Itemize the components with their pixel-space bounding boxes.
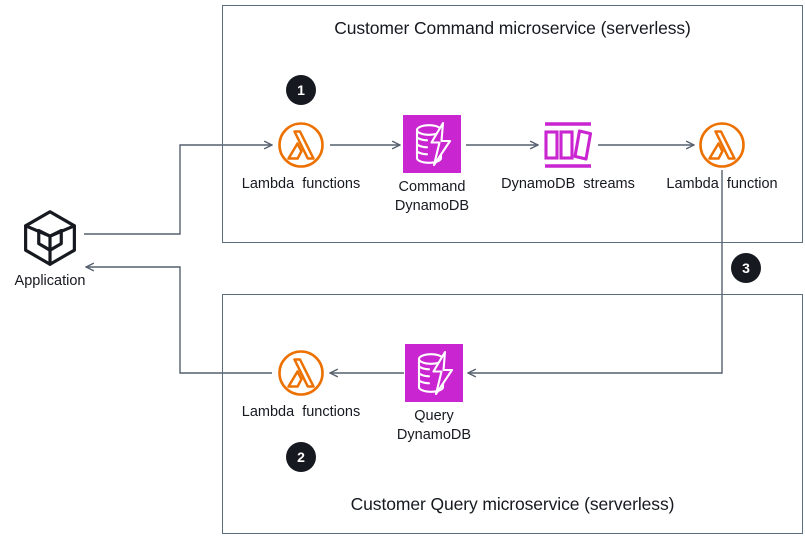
aws-lambda-icon (278, 350, 324, 396)
node-query-lambda-label: Lambda functions (241, 404, 361, 420)
aws-dynamodb-icon (403, 115, 461, 173)
flow-application-to-command-lambda (84, 145, 272, 235)
node-query-lambda[interactable]: Lambda functions (242, 349, 360, 420)
step-badge-1: 1 (286, 75, 316, 105)
node-command-lambda-label: Lambda functions (241, 176, 361, 192)
node-command-lambda[interactable]: Lambda functions (242, 121, 360, 192)
node-stream-lambda[interactable]: Lambda function (666, 121, 778, 192)
aws-lambda-icon (278, 122, 324, 168)
node-query-dynamodb-label: Query DynamoDB (396, 408, 472, 443)
node-application-label: Application (14, 273, 86, 289)
flow-query-lambda-to-application (86, 267, 272, 374)
node-command-dynamodb-label: Command DynamoDB (394, 179, 470, 214)
group-command-title: Customer Command microservice (serverles… (334, 18, 691, 38)
group-customer-query-microservice: Customer Query microservice (serverless) (222, 294, 803, 534)
node-dynamodb-streams[interactable]: DynamoDB streams (501, 121, 635, 192)
application-cube-icon (24, 210, 76, 266)
aws-lambda-icon (699, 122, 745, 168)
node-stream-lambda-label: Lambda function (666, 176, 778, 192)
aws-dynamodb-icon (405, 344, 463, 402)
node-command-dynamodb[interactable]: Command DynamoDB (395, 115, 469, 214)
step-badge-3: 3 (731, 253, 761, 283)
group-query-title: Customer Query microservice (serverless) (350, 494, 675, 514)
node-dynamodb-streams-label: DynamoDB streams (501, 176, 635, 192)
flow-stream-lambda-to-query-dynamodb (468, 170, 723, 373)
step-badge-2: 2 (286, 442, 316, 472)
aws-dynamodb-streams-icon (544, 122, 593, 168)
node-query-dynamodb[interactable]: Query DynamoDB (397, 344, 471, 443)
group-customer-command-microservice: Customer Command microservice (serverles… (222, 5, 803, 243)
node-application[interactable]: Application (15, 208, 85, 289)
